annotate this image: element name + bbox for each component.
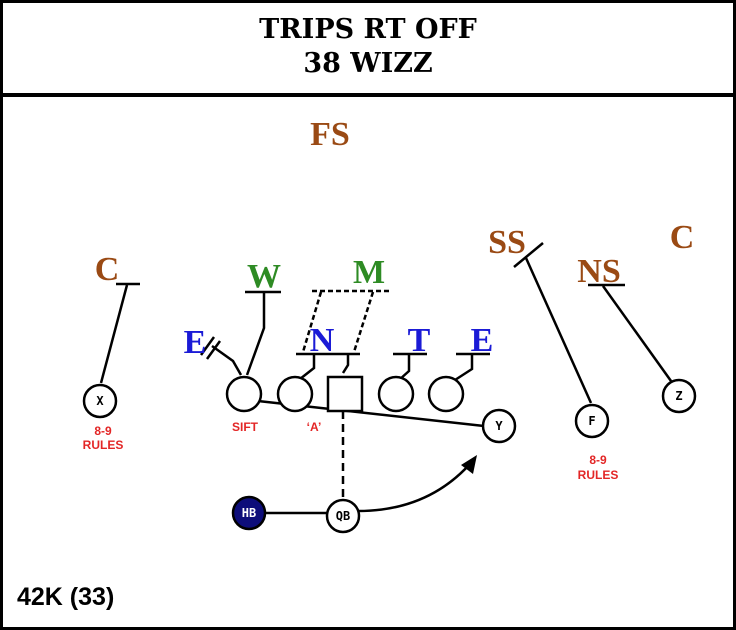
right-tackle (427, 375, 465, 413)
end-left-hash-1 (199, 336, 216, 356)
play-field: X Y F Z QB HB FS C C SS NS W M E N T E 8… (82, 116, 697, 534)
will-label: W (247, 258, 281, 295)
left-guard (276, 375, 314, 413)
defense-front-label: 42K (33) (17, 583, 115, 611)
corner-left-path (99, 284, 129, 384)
end-left-label: E (184, 324, 207, 361)
right-guard (377, 375, 415, 413)
mike-label: M (353, 254, 385, 291)
end-right-path (454, 355, 474, 382)
player-qb-label: QB (336, 509, 350, 523)
nickel-safety-label: NS (577, 253, 620, 290)
nose-path-a (299, 355, 316, 380)
player-y (481, 408, 517, 444)
corner-left-label: C (95, 251, 120, 288)
corner-right-label: C (670, 219, 695, 256)
mike-path-b (352, 291, 375, 353)
f-rules-line1: 8-9 (589, 453, 607, 467)
will-path (245, 293, 266, 376)
tackle-label: T (408, 322, 431, 359)
player-f (574, 403, 610, 439)
player-hb-label: HB (242, 506, 256, 520)
player-f-label: F (588, 414, 595, 428)
mike-path-a (301, 291, 323, 353)
player-x-label: X (96, 394, 104, 408)
formation-title: TRIPS RT OFF (259, 14, 477, 45)
a-gap-note: ‘A’ (307, 420, 322, 434)
x-rules-line2: RULES (83, 438, 124, 452)
ns-path (601, 285, 673, 382)
play-header: TRIPS RT OFF 38 WIZZ (3, 3, 733, 97)
play-name: 38 WIZZ (303, 48, 433, 79)
end-right-label: E (471, 322, 494, 359)
left-tackle (225, 375, 263, 413)
player-qb (325, 498, 361, 534)
strong-safety-label: SS (488, 224, 526, 261)
free-safety-label: FS (310, 116, 350, 153)
nose-label: N (310, 322, 335, 359)
sift-note: SIFT (232, 420, 259, 434)
ss-path (524, 257, 593, 404)
qb-route (357, 464, 470, 513)
x-rules-line1: 8-9 (94, 424, 112, 438)
player-z-label: Z (675, 389, 682, 403)
qb-route-arrow (461, 455, 477, 474)
player-z (661, 378, 697, 414)
ss-marker (513, 242, 544, 268)
nose-path-b (341, 355, 350, 374)
player-y-label: Y (495, 419, 503, 433)
f-rules-line2: RULES (578, 468, 619, 482)
player-x (82, 383, 118, 419)
end-left-hash-2 (205, 340, 222, 360)
center (326, 375, 364, 413)
end-left-path (211, 344, 243, 376)
player-hb (231, 495, 267, 531)
